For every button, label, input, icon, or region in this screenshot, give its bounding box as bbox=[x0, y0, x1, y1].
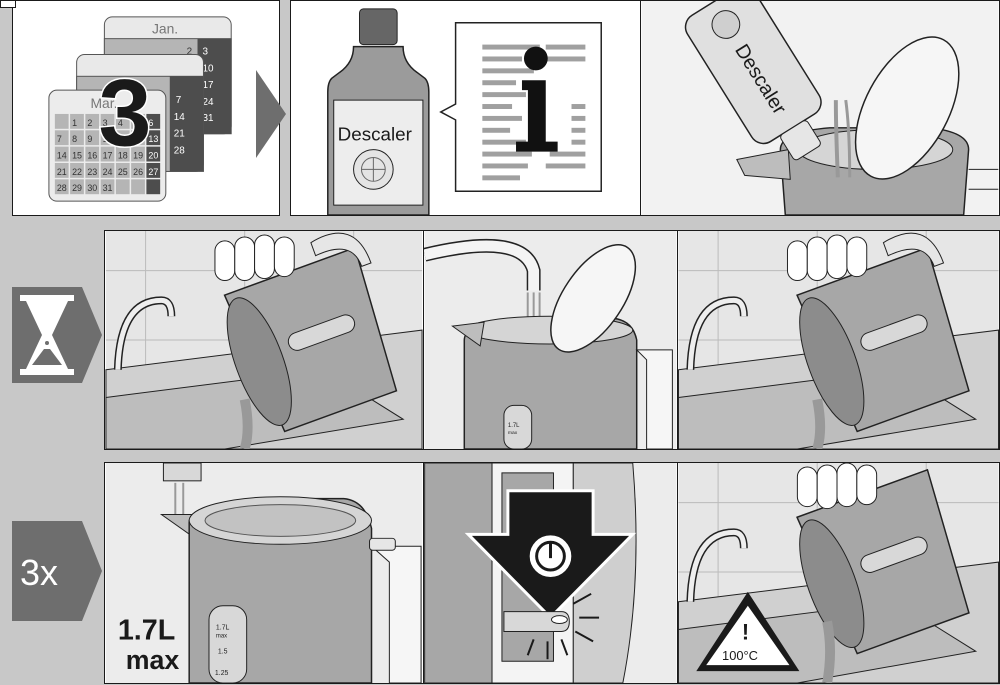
calendar-cell bbox=[146, 179, 160, 194]
fill-gauge-top: 1.7L bbox=[216, 624, 230, 631]
calendar-cell bbox=[116, 179, 130, 194]
panel-boil-and-empty: ! 100°C bbox=[677, 462, 1000, 684]
cal-num: 10 bbox=[202, 63, 214, 74]
panel-calendar: Jan. 3 2 10 9 17 16 24 23 31 30 7 14 21 … bbox=[12, 0, 280, 216]
panel-empty-kettle-2 bbox=[677, 230, 1000, 450]
cal-num: 28 bbox=[174, 146, 186, 157]
cal-num: 14 bbox=[174, 112, 186, 123]
calendar-day: 31 bbox=[103, 183, 113, 193]
pour-out-illustration bbox=[105, 231, 423, 449]
calendar-day: 25 bbox=[118, 167, 128, 177]
big-number-three: 3 bbox=[98, 61, 151, 167]
cal-num: 3 bbox=[202, 47, 208, 58]
panel-empty-kettle-1 bbox=[104, 230, 423, 450]
calendar-day: 23 bbox=[87, 167, 97, 177]
warning-temperature: 100°C bbox=[722, 648, 758, 663]
calendar-day: 7 bbox=[57, 134, 62, 144]
calendar-cell bbox=[55, 114, 69, 129]
repeat-3x-badge: 3x bbox=[12, 521, 102, 621]
fill-max-illustration: 1.7L max 1.5 1.25 1.7L max bbox=[105, 463, 423, 683]
repeat-count: 3x bbox=[20, 552, 58, 593]
panel-descaler-info: Descaler bbox=[290, 0, 640, 216]
month-jan: Jan. bbox=[152, 21, 178, 37]
fill-gauge-low: 1.25 bbox=[215, 670, 229, 677]
calendar-cell bbox=[131, 179, 145, 194]
calendar-day: 27 bbox=[148, 167, 158, 177]
bottle-label: Descaler bbox=[338, 124, 412, 145]
panel-switch-on bbox=[423, 462, 677, 684]
next-step-arrow-icon bbox=[256, 70, 286, 158]
fill-gauge-mid: 1.5 bbox=[218, 648, 228, 655]
rinse-gauge-max: max bbox=[508, 431, 518, 436]
calendar-day: 16 bbox=[87, 151, 97, 161]
calendar-day: 14 bbox=[57, 151, 67, 161]
pour-out-illustration-2 bbox=[678, 231, 999, 449]
calendar-day: 8 bbox=[72, 134, 77, 144]
rinse-gauge-top: 1.7L bbox=[508, 423, 520, 429]
calendar-day: 21 bbox=[57, 167, 67, 177]
panel-fill-max: 1.7L max 1.5 1.25 1.7L max bbox=[104, 462, 423, 684]
cal-num: 17 bbox=[202, 80, 213, 91]
cal-num: 24 bbox=[202, 97, 214, 108]
step-heading-box bbox=[0, 0, 16, 8]
hourglass-badge bbox=[12, 287, 102, 383]
info-document bbox=[441, 23, 601, 191]
warning-mark: ! bbox=[742, 619, 749, 644]
rinse-illustration: 1.7L max bbox=[424, 231, 677, 449]
descaler-bottle: Descaler bbox=[328, 9, 429, 215]
switch-on-illustration bbox=[424, 463, 677, 683]
calendar-illustration: Jan. 3 2 10 9 17 16 24 23 31 30 7 14 21 … bbox=[13, 1, 279, 215]
fill-volume-label: 1.7L bbox=[118, 614, 175, 646]
calendar-day: 29 bbox=[72, 183, 82, 193]
calendar-day: 24 bbox=[103, 167, 113, 177]
calendar-day: 28 bbox=[57, 183, 67, 193]
cal-num: 21 bbox=[174, 129, 186, 140]
calendar-day: 2 bbox=[87, 118, 92, 128]
cal-num: 7 bbox=[176, 95, 182, 106]
calendar-day: 9 bbox=[87, 134, 92, 144]
panel-pour-descaler: Descaler bbox=[640, 0, 1000, 216]
calendar-day: 30 bbox=[87, 183, 97, 193]
calendar-day: 26 bbox=[133, 167, 143, 177]
panel-rinse-kettle: 1.7L max bbox=[423, 230, 677, 450]
descaler-bottle-illustration: Descaler bbox=[291, 1, 640, 215]
calendar-day: 22 bbox=[72, 167, 82, 177]
calendar-day: 1 bbox=[72, 118, 77, 128]
boil-empty-illustration: ! 100°C bbox=[678, 463, 999, 683]
calendar-day: 15 bbox=[72, 151, 82, 161]
cal-num: 31 bbox=[202, 113, 214, 124]
pour-descaler-illustration: Descaler bbox=[641, 1, 999, 215]
fill-gauge-max: max bbox=[216, 633, 227, 639]
fill-max-label: max bbox=[126, 645, 180, 675]
